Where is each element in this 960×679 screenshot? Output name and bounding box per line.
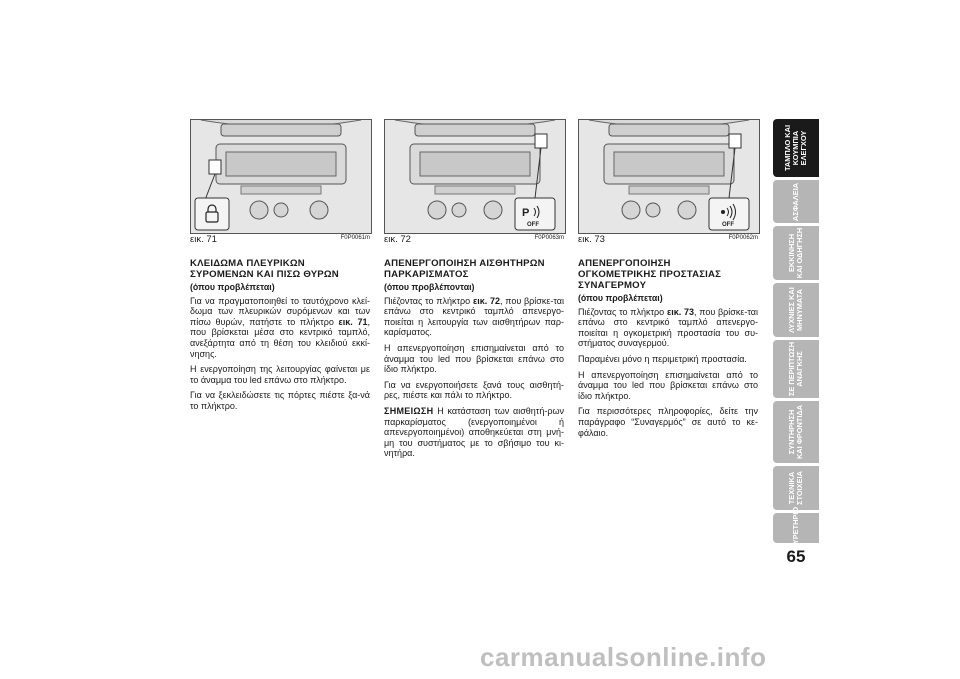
tab-label: ΑΣΦΑΛΕΙΑ	[791, 182, 800, 221]
section-subtitle: (όπου προβλέπεται)	[578, 293, 663, 303]
title-line: ΠΑΡΚΑΡΙΣΜΑΤΟΣ	[384, 269, 469, 280]
title-line: ΟΓΚΟΜΕΤΡΙΚΗΣ ΠΡΟΣΤΑΣΙΑΣ	[578, 269, 722, 280]
title-line: ΚΛΕΙΔΩΜΑ ΠΛΕΥΡΙΚΩΝ	[190, 258, 305, 269]
section-title: ΑΠΕΝΕΡΓΟΠΟΙΗΣΗ ΟΓΚΟΜΕΤΡΙΚΗΣ ΠΡΟΣΤΑΣΙΑΣ Σ…	[578, 258, 758, 291]
paragraph: Πιέζοντας το πλήκτρο εικ. 73, που βρίσκε…	[578, 307, 758, 349]
section-park-sensors: ΑΠΕΝΕΡΓΟΠΟΙΗΣΗ ΑΙΣΘΗΤΗΡΩΝ ΠΑΡΚΑΡΙΣΜΑΤΟΣ …	[384, 258, 564, 464]
figure-73-caption: εικ. 73 F0P0062m	[578, 234, 758, 246]
text: Για να πραγματοποιηθεί το ταυτόχρονο κλε…	[190, 295, 370, 327]
paragraph: Πιέζοντας το πλήκτρο εικ. 72, που βρίσκε…	[384, 296, 564, 338]
text: , που βρίσκε-ται επάνω στο κεντρικό ταμπ…	[578, 306, 758, 349]
text: Πιέζοντας το πλήκτρο	[578, 306, 667, 317]
dashboard-illustration	[191, 120, 371, 233]
figure-reference: εικ. 72	[472, 295, 500, 306]
figure-label: εικ. 73	[578, 234, 605, 245]
note-paragraph: ΣΗΜΕΙΩΣΗ Η κατάσταση των αισθητή-ρων παρ…	[384, 406, 564, 459]
tab-dashboard-controls[interactable]: ΤΑΜΠΛΟ ΚΑΙ ΚΟΥΜΠΙΑ ΕΛΕΓΧΟΥ	[773, 119, 819, 177]
section-alarm-volumetric: ΑΠΕΝΕΡΓΟΠΟΙΗΣΗ ΟΓΚΟΜΕΤΡΙΚΗΣ ΠΡΟΣΤΑΣΙΑΣ Σ…	[578, 258, 758, 443]
button-off-text: OFF	[722, 222, 734, 228]
tab-label-line: ΜΗΝΥΜΑΤΑ	[795, 289, 804, 331]
paragraph: Για περισσότερες πληροφορίες, δείτε την …	[578, 406, 758, 438]
tab-label-line: ΑΝΑΓΚΗΣ	[795, 351, 804, 387]
section-subtitle: (όπου προβλέπεται)	[190, 282, 275, 292]
tab-label-line: ΣΤΟΙΧΕΙΑ	[795, 471, 804, 505]
park-sensor-icon: P	[522, 205, 540, 219]
title-line: ΣΥΝΑΓΕΡΜΟΥ	[578, 280, 647, 291]
figure-72-caption: εικ. 72 F0P0063m	[384, 234, 564, 246]
text: , που βρίσκεται μέσα στο κεντρικό ταμπλό…	[190, 316, 370, 359]
figure-label: εικ. 71	[190, 234, 217, 245]
tab-label-line: ΚΑΙ ΟΔΗΓΗΣΗ	[795, 227, 804, 279]
tab-safety[interactable]: ΑΣΦΑΛΕΙΑ	[773, 180, 819, 223]
paragraph: Παραμένει μόνο η περιμετρική προστασία.	[578, 353, 747, 364]
padlock-icon	[205, 204, 219, 223]
figure-code: F0P0062m	[728, 235, 758, 241]
section-title: ΚΛΕΙΔΩΜΑ ΠΛΕΥΡΙΚΩΝ ΣΥΡΟΜΕΝΩΝ ΚΑΙ ΠΙΣΩ ΘΥ…	[190, 258, 370, 280]
section-door-lock: ΚΛΕΙΔΩΜΑ ΠΛΕΥΡΙΚΩΝ ΣΥΡΟΜΕΝΩΝ ΚΑΙ ΠΙΣΩ ΘΥ…	[190, 258, 370, 417]
text: Πιέζοντας το πλήκτρο	[384, 295, 473, 306]
svg-text:P: P	[522, 207, 529, 219]
note-keyword: ΣΗΜΕΙΩΣΗ	[384, 405, 434, 416]
figure-71	[190, 119, 372, 234]
paragraph: Για να ξεκλειδώσετε τις πόρτες πιέστε ξα…	[190, 390, 370, 411]
tab-label-line: ΕΛΕΓΧΟΥ	[799, 130, 808, 166]
alarm-button-zoom	[708, 197, 750, 231]
lock-button-zoom	[194, 197, 230, 231]
alarm-wave-icon	[721, 203, 736, 221]
paragraph: Για να πραγματοποιηθεί το ταυτόχρονο κλε…	[190, 296, 370, 360]
figure-code: F0P0061m	[340, 235, 370, 241]
paragraph: Η απενεργοποίηση επισημαίνεται από το άν…	[384, 342, 564, 375]
paragraph: Η απενεργοποίηση επισημαίνεται από το άν…	[578, 369, 758, 401]
watermark: carmanualsonline.info	[480, 642, 767, 672]
figure-reference: εικ. 73	[666, 306, 694, 317]
page-number: 65	[786, 547, 806, 566]
title-line: ΣΥΡΟΜΕΝΩΝ ΚΑΙ ΠΙΣΩ ΘΥΡΩΝ	[190, 269, 339, 280]
tab-label-line: ΑΣΦΑΛΕΙΑ	[791, 182, 800, 221]
figure-code: F0P0063m	[534, 235, 564, 241]
tab-index[interactable]: ΕΥΡΕΤΗΡΙΟ	[773, 507, 819, 549]
figure-label: εικ. 72	[384, 234, 411, 245]
tab-label: ΕΥΡΕΤΗΡΙΟ	[791, 506, 800, 550]
title-line: ΑΠΕΝΕΡΓΟΠΟΙΗΣΗ ΑΙΣΘΗΤΗΡΩΝ	[384, 258, 545, 269]
figure-72: P OFF	[384, 119, 566, 234]
figure-71-caption: εικ. 71 F0P0061m	[190, 234, 370, 246]
text: , που βρίσκε-ται επάνω στο κεντρικό ταμπ…	[384, 295, 564, 338]
tab-label: ΤΑΜΠΛΟ ΚΑΙ ΚΟΥΜΠΙΑ ΕΛΕΓΧΟΥ	[783, 125, 808, 171]
dashboard-illustration: P OFF	[385, 120, 565, 233]
dashboard-illustration: OFF	[579, 120, 759, 233]
figure-reference: εικ. 71	[338, 316, 368, 327]
tab-label-line: ΚΑΙ ΦΡΟΝΤΙΔΑ	[795, 404, 804, 460]
figure-73: OFF	[578, 119, 760, 234]
section-subtitle: (όπου προβλέπονται)	[384, 282, 475, 292]
button-off-text: OFF	[527, 222, 539, 228]
tab-label-line: ΕΥΡΕΤΗΡΙΟ	[791, 506, 800, 550]
paragraph: Η ενεργοποίηση της λειτουργίας φαίνεται …	[190, 364, 370, 385]
text: Η κατάσταση των αισθητή-ρων παρκαρίσματο…	[384, 405, 564, 459]
section-title: ΑΠΕΝΕΡΓΟΠΟΙΗΣΗ ΑΙΣΘΗΤΗΡΩΝ ΠΑΡΚΑΡΙΣΜΑΤΟΣ	[384, 258, 564, 280]
title-line: ΑΠΕΝΕΡΓΟΠΟΙΗΣΗ	[578, 258, 671, 269]
paragraph: Για να ενεργοποιήσετε ξανά τους αισθητή-…	[384, 379, 564, 401]
